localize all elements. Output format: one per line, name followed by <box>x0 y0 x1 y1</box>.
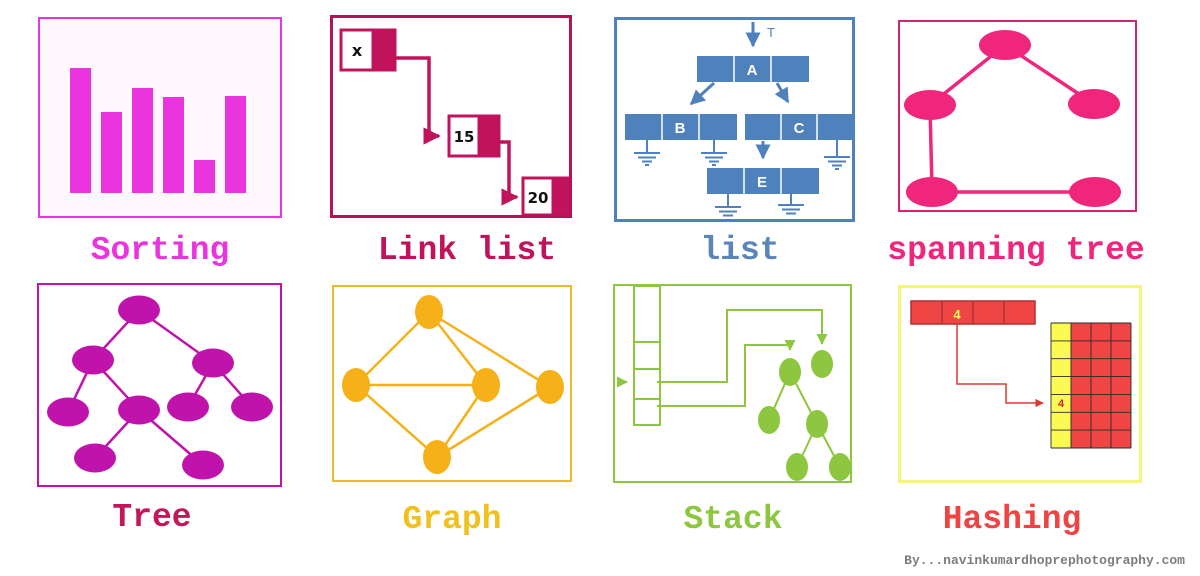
graph-nodes <box>342 295 564 474</box>
node-label: E <box>757 174 767 191</box>
stack-cell-dividers <box>634 341 660 400</box>
tree-nodes <box>47 295 273 480</box>
hash-table: 4 <box>1050 322 1132 449</box>
graph-edges <box>355 310 551 459</box>
panel-tree <box>37 283 282 487</box>
caption-list: list <box>700 232 780 269</box>
caption-tree: Tree <box>112 499 192 536</box>
stack-column <box>633 286 661 426</box>
linklist-node-x: x <box>339 28 397 72</box>
node-value: 20 <box>528 189 549 207</box>
node-label: A <box>747 62 758 79</box>
spanning-tree-diagram <box>904 30 1121 207</box>
list-node-A: A <box>697 56 809 82</box>
sorting-bars <box>70 63 246 193</box>
panel-spanning-tree <box>898 20 1137 212</box>
hash-array: 4 <box>910 300 1036 325</box>
panel-graph <box>332 285 572 482</box>
node-value: x <box>352 41 363 60</box>
sorting-bar <box>101 112 122 193</box>
pop-path-1 <box>657 309 828 383</box>
hash-arrow <box>956 324 1044 408</box>
pop-path-2 <box>657 340 796 407</box>
node-value: 15 <box>454 128 475 146</box>
linklist-diagram: x 15 20 <box>339 28 569 215</box>
caption-spanning-tree: spanning tree <box>887 232 1145 269</box>
panel-list: T A B C E <box>614 17 855 222</box>
caption-linklist: Link list <box>377 232 557 269</box>
caption-hashing: Hashing <box>942 501 1082 538</box>
sorting-bar <box>225 96 246 193</box>
ground-symbols <box>634 140 850 217</box>
list-node-B: B <box>625 114 737 140</box>
linklist-node-15: 15 <box>447 114 501 158</box>
panel-sorting <box>38 17 282 218</box>
tree-edges <box>66 308 253 466</box>
caption-stack: Stack <box>683 501 783 538</box>
caption-sorting: Sorting <box>90 232 230 269</box>
panel-linklist: x 15 20 <box>330 15 572 218</box>
panel-stack <box>613 284 852 483</box>
hashing-diagram: 4 4 <box>910 300 1132 449</box>
tree-diagram <box>47 295 273 480</box>
list-node-E: E <box>707 168 819 194</box>
stack-diagram <box>617 286 850 481</box>
caption-graph: Graph <box>402 501 502 538</box>
list-node-C: C <box>745 114 852 140</box>
pointer-label: T <box>767 25 775 40</box>
linklist-node-20: 20 <box>521 176 569 215</box>
sorting-bar <box>70 68 91 193</box>
sorting-bar <box>163 97 184 193</box>
link-arrows <box>395 56 519 206</box>
watermark-credit: By...navinkumardhoprephotography.com <box>904 553 1185 568</box>
spanning-tree-nodes <box>904 30 1121 207</box>
graph-diagram <box>342 295 564 474</box>
node-label: C <box>794 120 805 137</box>
node-label: B <box>675 120 686 137</box>
panel-hashing: 4 4 <box>898 285 1142 483</box>
list-arrows <box>689 22 790 160</box>
list-diagram: T A B C E <box>625 22 852 217</box>
sorting-bar <box>194 160 215 193</box>
hash-bucket-value: 4 <box>1058 398 1065 410</box>
hash-key-value: 4 <box>953 307 961 322</box>
stack-tree-nodes <box>758 350 850 481</box>
sorting-bar <box>132 88 153 193</box>
spanning-tree-edges <box>928 43 1095 194</box>
